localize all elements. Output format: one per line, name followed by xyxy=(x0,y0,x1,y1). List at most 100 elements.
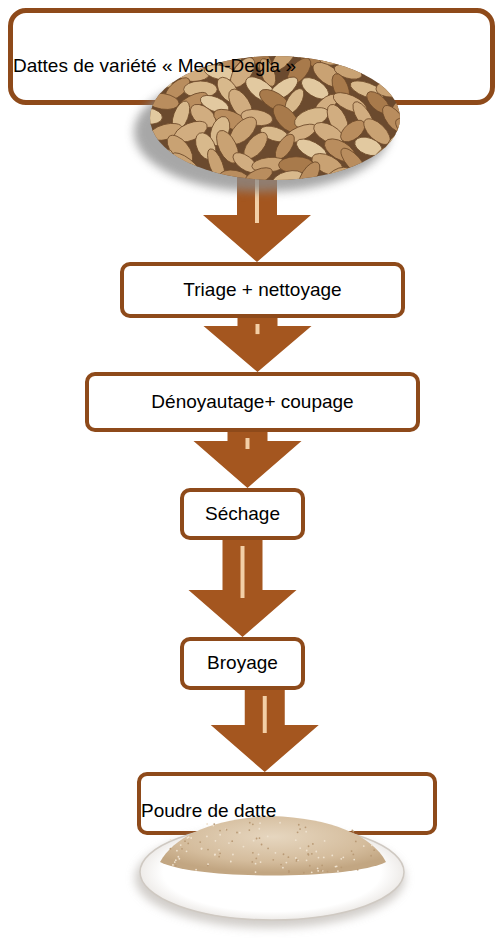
box-label: Dattes de variété « Mech-Degla » xyxy=(13,55,296,78)
powder-grain xyxy=(178,858,180,860)
date-fruit xyxy=(184,81,218,98)
powder-grain xyxy=(186,850,188,852)
date-fruit xyxy=(310,118,347,148)
date-fruit xyxy=(162,131,197,168)
date-fruit xyxy=(318,46,353,67)
powder-grain xyxy=(188,836,190,838)
powder-grain xyxy=(259,822,261,824)
date-fruit xyxy=(191,129,220,163)
date-fruit xyxy=(387,90,420,121)
powder-grain xyxy=(323,857,325,859)
powder-grain xyxy=(258,828,260,830)
block-arrow xyxy=(211,690,319,772)
dates-pile xyxy=(129,39,426,195)
powder-grain xyxy=(331,855,333,857)
date-fruit xyxy=(293,135,330,165)
powder-grain xyxy=(180,844,182,846)
powder-grain xyxy=(172,864,174,866)
powder-grain xyxy=(255,863,257,865)
date-fruit xyxy=(279,157,314,174)
powder-grain xyxy=(340,858,342,860)
process-box: Séchage xyxy=(180,488,305,540)
powder-grain xyxy=(307,853,309,855)
block-arrow xyxy=(194,432,302,488)
date-fruit xyxy=(162,74,194,104)
powder-grain xyxy=(199,841,201,843)
powder-grain xyxy=(267,835,269,837)
powder-grain xyxy=(170,839,172,841)
box-label: Broyage xyxy=(207,652,278,675)
date-fruit xyxy=(204,147,228,184)
block-arrow xyxy=(203,105,311,262)
powder-grain xyxy=(248,829,250,831)
date-fruit xyxy=(393,59,418,92)
powder-grain xyxy=(201,848,203,850)
powder-grain xyxy=(318,857,320,859)
date-fruit xyxy=(281,85,308,116)
powder-grain xyxy=(309,865,311,867)
powder-grain xyxy=(251,861,253,863)
powder-grain xyxy=(201,848,203,850)
powder-grain xyxy=(177,856,179,858)
date-fruit xyxy=(256,57,279,89)
date-fruit xyxy=(365,55,396,90)
process-box: Triage + nettoyage xyxy=(120,262,405,318)
powder-grain xyxy=(295,839,297,841)
powder-grain xyxy=(321,870,323,872)
date-fruit xyxy=(246,41,277,78)
powder-grain xyxy=(214,853,216,855)
powder-grain xyxy=(327,871,329,873)
arrow-body xyxy=(204,318,312,372)
date-fruit xyxy=(323,101,353,139)
arrow-highlight xyxy=(246,438,250,449)
process-box: Dénoyautage+ coupage xyxy=(85,372,420,432)
date-fruit xyxy=(352,43,386,69)
date-fruit xyxy=(242,164,275,188)
date-fruit xyxy=(283,54,315,89)
date-fruit xyxy=(168,149,204,181)
powder-grain xyxy=(255,871,257,873)
date-fruit xyxy=(256,85,293,116)
powder-grain xyxy=(295,857,297,859)
powder-grain xyxy=(219,834,221,836)
date-fruit xyxy=(241,72,280,108)
powder-grain xyxy=(175,865,177,867)
powder-grain xyxy=(305,826,307,828)
powder-grain xyxy=(296,859,298,861)
date-fruit xyxy=(189,42,224,71)
powder-grain xyxy=(181,848,183,850)
date-fruit xyxy=(135,74,167,106)
powder-grain xyxy=(283,853,285,855)
date-fruit xyxy=(203,62,239,83)
date-fruit xyxy=(321,134,360,166)
powder-grain xyxy=(260,861,262,863)
powder-grain xyxy=(288,870,290,872)
arrow-body xyxy=(189,540,297,637)
date-fruit xyxy=(186,100,220,132)
powder-grain xyxy=(306,850,308,852)
date-fruit xyxy=(240,107,274,128)
powder-grain xyxy=(311,853,313,855)
powder-grain xyxy=(342,856,344,858)
date-fruit xyxy=(131,106,163,126)
powder-grain xyxy=(280,864,282,866)
plate-shadow xyxy=(135,828,405,928)
powder-grain xyxy=(219,830,221,832)
date-fruit xyxy=(157,45,194,74)
box-label: Poudre de datte xyxy=(141,800,276,823)
powder-grain xyxy=(206,823,208,825)
process-box: Broyage xyxy=(180,637,305,690)
date-fruit xyxy=(308,149,346,180)
date-fruit xyxy=(298,73,333,103)
powder-grain xyxy=(228,842,230,844)
date-fruit xyxy=(224,85,257,124)
date-fruit xyxy=(385,148,421,174)
box-label: Triage + nettoyage xyxy=(183,279,341,302)
date-fruit xyxy=(198,92,231,117)
powder-grain xyxy=(258,853,260,855)
arrow-highlight xyxy=(241,546,245,598)
powder-grain xyxy=(230,861,232,863)
powder-grain xyxy=(195,869,197,871)
powder-grain xyxy=(272,859,274,861)
